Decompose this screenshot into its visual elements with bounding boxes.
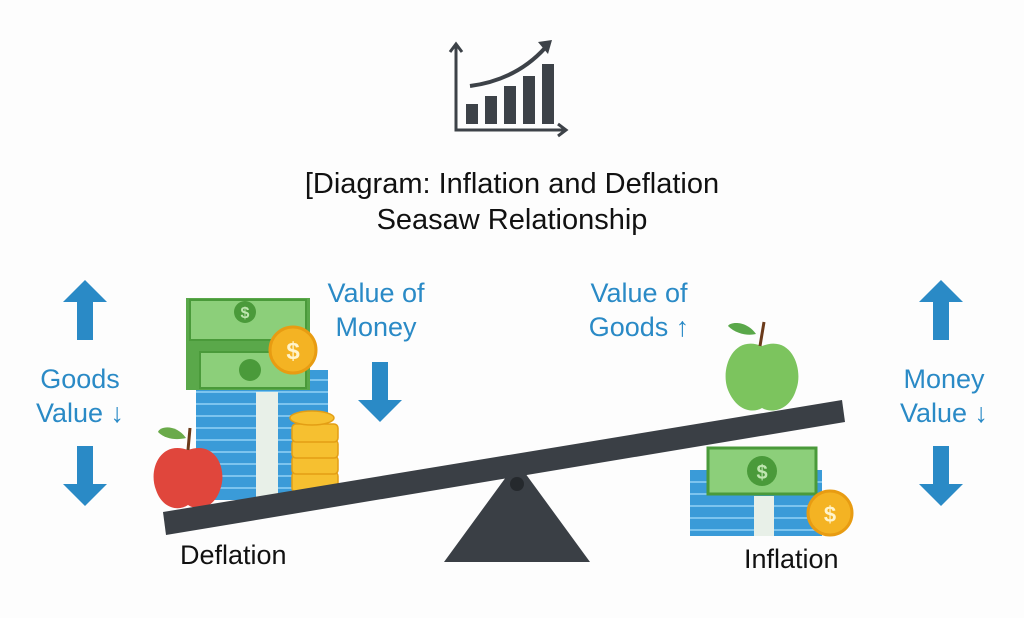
goods-value-label: Goods Value ↓ — [20, 362, 140, 430]
growth-chart-icon — [448, 40, 569, 138]
svg-text:$: $ — [241, 305, 250, 322]
value-of-goods-label: Value of Goods ↑ — [574, 276, 704, 344]
money-stack-icon: $ — [690, 446, 822, 536]
goods-label: Goods — [40, 364, 120, 394]
inflation-caption: Inflation — [744, 544, 839, 574]
apple-icon — [725, 321, 799, 411]
value-down-label: Value ↓ — [35, 398, 125, 428]
value-down-label: Value ↓ — [899, 398, 989, 428]
title-line-2: Seasaw Relationship — [376, 204, 648, 236]
arrow-down-icon — [63, 446, 107, 506]
value-of-money-label: Value of Money — [314, 276, 438, 344]
label-line-2: Money — [335, 312, 417, 342]
svg-text:$: $ — [824, 502, 836, 527]
svg-text:$: $ — [756, 462, 767, 484]
money-value-label: Money Value ↓ — [884, 362, 1004, 430]
coin-icon: $ — [806, 489, 854, 537]
arrow-up-icon — [63, 280, 107, 340]
coin-stack-icon — [289, 410, 339, 493]
apple-icon — [153, 427, 223, 509]
svg-text:$: $ — [286, 338, 300, 365]
label-line-1: Value of — [590, 278, 688, 308]
coin-icon: $ — [268, 325, 318, 375]
arrow-down-icon — [919, 446, 963, 506]
deflation-caption: Deflation — [180, 540, 287, 570]
arrow-down-icon — [358, 362, 402, 422]
money-label: Money — [903, 364, 985, 394]
label-line-2: Goods ↑ — [588, 312, 690, 342]
label-line-1: Value of — [327, 278, 425, 308]
diagram-title: [Diagram: Inflation and Deflation Seasaw… — [0, 166, 1024, 238]
arrow-up-icon — [919, 280, 963, 340]
title-line-1: [Diagram: Inflation and Deflation — [304, 168, 720, 200]
seesaw-plank — [163, 400, 845, 535]
seesaw-fulcrum — [444, 462, 590, 562]
